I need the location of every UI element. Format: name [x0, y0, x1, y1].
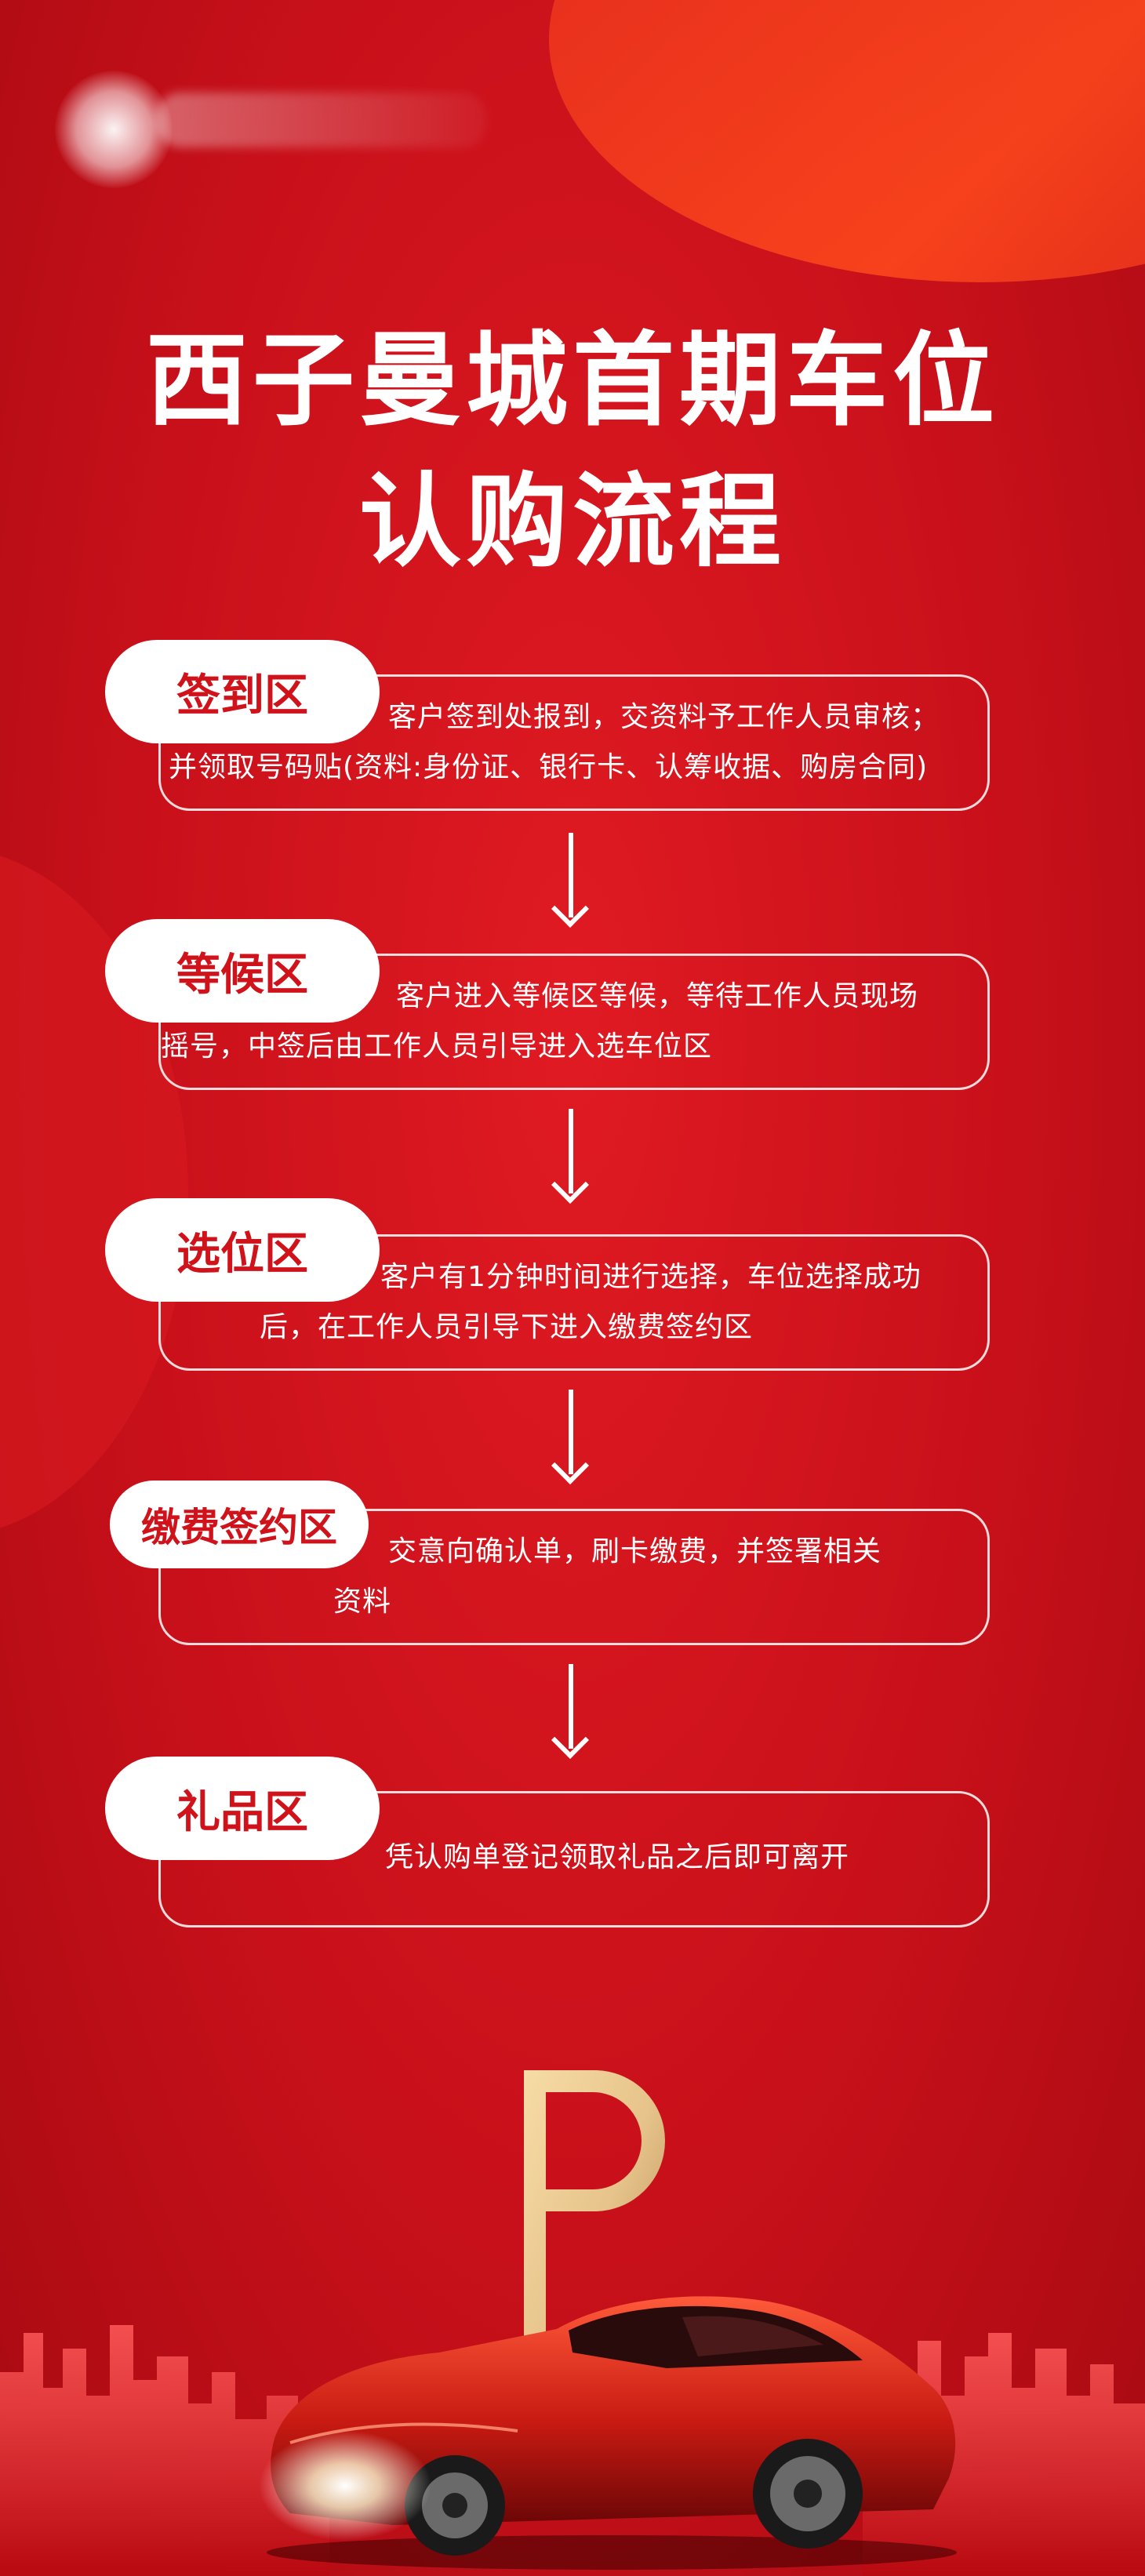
decorative-wave-top [549, 0, 1145, 282]
step-box-selection: 客户有1分钟时间进行选择，车位选择成功 后，在工作人员引导下进入缴费签约区 [158, 1234, 990, 1371]
brand-logo-text-blurred [157, 93, 486, 147]
step-label-gift: 礼品区 [105, 1757, 380, 1860]
brand-logo [55, 71, 173, 188]
step-desc-line2: 摇号，中签后由工作人员引导进入选车位区 [161, 1030, 713, 1063]
step-desc-line1: 客户有1分钟时间进行选择，车位选择成功 [380, 1261, 921, 1293]
step-desc-line1: 交意向确认单，刷卡缴费，并签署相关 [388, 1535, 882, 1568]
step-box-checkin: 客户签到处报到，交资料予工作人员审核； 并领取号码贴(资料:身份证、银行卡、认筹… [158, 674, 990, 811]
step-desc-line2: 资料 [333, 1586, 392, 1618]
step-label-payment: 缴费签约区 [110, 1481, 369, 1568]
page-title-line1: 西子曼城首期车位 [145, 321, 999, 440]
down-arrow-icon [551, 1664, 590, 1760]
step-box-waiting: 客户进入等候区等候，等待工作人员现场 摇号，中签后由工作人员引导进入选车位区 [158, 954, 990, 1090]
step-desc-line1: 客户进入等候区等候，等待工作人员现场 [396, 980, 919, 1012]
down-arrow-icon [551, 1109, 590, 1204]
step-box-payment: 交意向确认单，刷卡缴费，并签署相关 资料 [158, 1509, 990, 1645]
down-arrow-icon [551, 1390, 590, 1485]
page-title-line2: 认购流程 [358, 462, 786, 581]
step-desc-line2: 并领取号码贴(资料:身份证、银行卡、认筹收据、购房合同) [169, 751, 929, 783]
step-label-checkin: 签到区 [105, 640, 380, 743]
step-label-selection: 选位区 [105, 1198, 380, 1302]
down-arrow-icon [551, 833, 590, 928]
sports-car-image [259, 2296, 957, 2570]
step-desc-line2: 后，在工作人员引导下进入缴费签约区 [260, 1311, 754, 1343]
step-desc-line1: 客户签到处报到，交资料予工作人员审核； [388, 701, 940, 733]
step-desc-line1: 凭认购单登记领取礼品之后即可离开 [385, 1841, 850, 1873]
step-label-waiting: 等候区 [105, 919, 380, 1023]
